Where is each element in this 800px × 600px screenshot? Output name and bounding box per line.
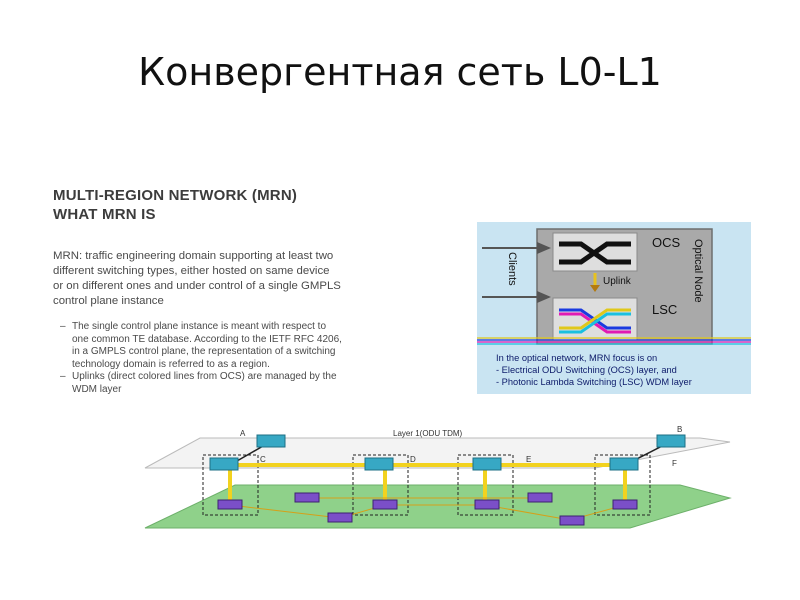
- switch-b-icon: [656, 434, 686, 448]
- roadm-mid3-icon: [527, 492, 553, 503]
- node-box-d: [352, 454, 409, 516]
- definition-line: or on different ones and under control o…: [53, 280, 341, 292]
- bullet-line: technology domain is referred to as a re…: [72, 358, 270, 370]
- switch-a-icon: [256, 434, 286, 448]
- switch-f-icon: [609, 457, 639, 471]
- lsc-label: LSC: [652, 302, 677, 317]
- roadm-f-icon: [612, 499, 638, 510]
- roadm-mid4-icon: [559, 515, 585, 526]
- node-box-f: [594, 454, 651, 516]
- node-box-c: [202, 454, 259, 516]
- odu-layer-plane: [144, 437, 731, 469]
- lsc-switch-icon: [559, 308, 631, 334]
- switch-d-icon: [364, 457, 394, 471]
- mrn-definition: MRN: traffic engineering domain supporti…: [53, 249, 433, 309]
- optical-node-label: Optical Node: [692, 239, 704, 303]
- network-diagram-drawing: Layer 1(ODU TDM) A B C D E F: [144, 425, 732, 529]
- switch-e-icon: [472, 457, 502, 471]
- definition-line: control plane instance: [53, 295, 164, 307]
- node-b-label: B: [677, 425, 682, 434]
- optical-node-drawing: OCS LSC Uplink Clients Optical Node: [477, 228, 751, 345]
- bullet-line: WDM layer: [72, 383, 122, 395]
- node-c-label: C: [260, 455, 266, 464]
- mrn-bullets: – The single control plane instance is m…: [60, 321, 430, 396]
- caption-line: - Electrical ODU Switching (OCS) layer, …: [496, 365, 677, 375]
- mrn-heading-line2: WHAT MRN IS: [53, 206, 156, 223]
- bullet-line: one common TE database. According to the…: [72, 333, 342, 345]
- node-a-label: A: [240, 429, 246, 438]
- definition-line: MRN: traffic engineering domain supporti…: [53, 250, 334, 262]
- bullet-line: Uplinks (direct colored lines from OCS) …: [72, 371, 337, 382]
- roadm-c-icon: [217, 499, 243, 510]
- bullet-uplinks: – Uplinks (direct colored lines from OCS…: [60, 371, 430, 396]
- node-boxes: [202, 454, 651, 516]
- slide-title: Конвергентная сеть L0-L1: [138, 50, 662, 94]
- roadm-d-icon: [372, 499, 398, 510]
- bullet-control-plane: – The single control plane instance is m…: [60, 321, 430, 371]
- clients-label: Clients: [506, 252, 518, 286]
- switch-icons: [209, 434, 686, 471]
- roadm-mid1-icon: [294, 492, 320, 503]
- wdm-line: [477, 337, 751, 345]
- node-box-e: [457, 454, 514, 516]
- bullet-line: The single control plane instance is mea…: [72, 321, 327, 332]
- optical-panel-caption: In the optical network, MRN focus is on …: [496, 352, 746, 388]
- ocs-label: OCS: [652, 235, 681, 250]
- mrn-heading-line1: MULTI-REGION NETWORK (MRN): [53, 187, 298, 204]
- layer-label: Layer 1(ODU TDM): [393, 429, 463, 438]
- ocs-switch-icon: [559, 241, 631, 265]
- caption-line: In the optical network, MRN focus is on: [496, 353, 658, 363]
- switch-c-icon: [209, 457, 239, 471]
- definition-line: different switching types, either hosted…: [53, 265, 330, 277]
- roadm-mid2-icon: [327, 512, 353, 523]
- caption-line: - Photonic Lambda Switching (LSC) WDM la…: [496, 377, 692, 387]
- node-f-label: F: [672, 459, 677, 468]
- bullet-dash: –: [60, 371, 66, 382]
- node-e-label: E: [526, 455, 531, 464]
- mrn-heading: MULTI-REGION NETWORK (MRN) WHAT MRN IS: [53, 186, 297, 224]
- uplink-arrow-head: [590, 285, 600, 292]
- roadm-e-icon: [474, 499, 500, 510]
- uplink-label: Uplink: [603, 276, 632, 287]
- optical-node-panel: OCS LSC Uplink Clients Optical Node In t…: [477, 222, 751, 394]
- bullet-dash: –: [60, 321, 66, 332]
- node-d-label: D: [410, 455, 416, 464]
- bullet-line: in a GMPLS control plane, the representa…: [72, 346, 336, 357]
- roadm-icons: [217, 492, 638, 526]
- network-diagram: Layer 1(ODU TDM) A B C D E F: [140, 420, 740, 535]
